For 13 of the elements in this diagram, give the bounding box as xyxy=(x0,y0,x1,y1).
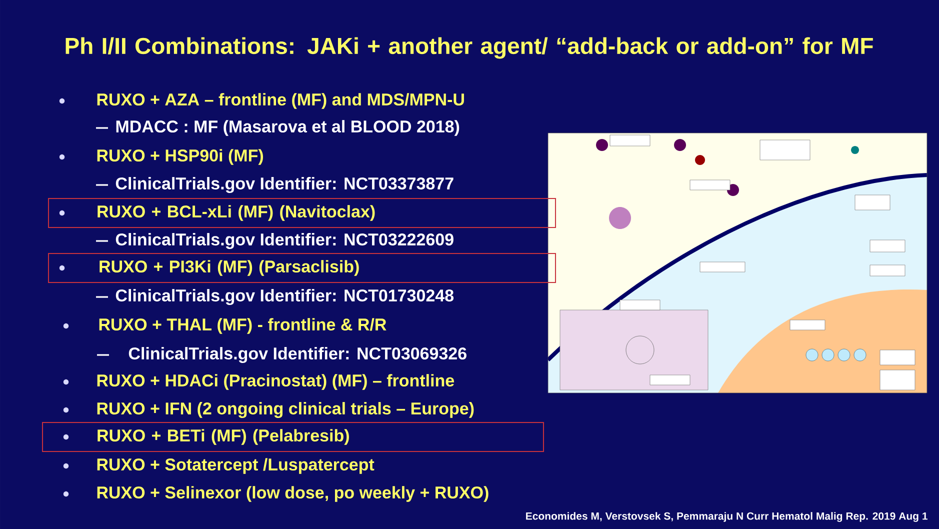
highlight-box: RUXO + BCL-xLi (MF) (Navitoclax) xyxy=(48,198,556,228)
slide-title: Ph I/II Combinations: JAKi + another agent/ “add-back or add-on” for MF xyxy=(66,37,873,59)
bullet-text: ClinicalTrials.gov Identifier: NCT03222609 xyxy=(116,233,454,249)
highlight-box: RUXO + PI3Ki (MF) (Parsaclisib) xyxy=(48,253,556,283)
bullet-text: RUXO + HDACi (Pracinostat) (MF) – frontline xyxy=(97,374,454,390)
highlight-box: RUXO + BETi (MF) (Pelabresib) xyxy=(42,422,544,452)
bullet-text: RUXO + HSP90i (MF) xyxy=(97,149,264,165)
bullet-text: ClinicalTrials.gov Identifier: NCT03069326 xyxy=(128,347,466,363)
bullet-text: RUXO + AZA – frontline (MF) and MDS/MPN-U xyxy=(97,93,464,109)
citation: Economides M, Verstovsek S, Pemmaraju N Curr Hematol Malig Rep. 2019 Aug 1 xyxy=(526,512,928,522)
bullet-text: MDACC : MF (Masarova et al BLOOD 2018) xyxy=(116,120,460,136)
bullet-text: RUXO + Selinexor (low dose, po weekly + RUXO) xyxy=(97,486,488,502)
bullet-text: RUXO + THAL (MF) - frontline & R/R xyxy=(99,318,386,334)
